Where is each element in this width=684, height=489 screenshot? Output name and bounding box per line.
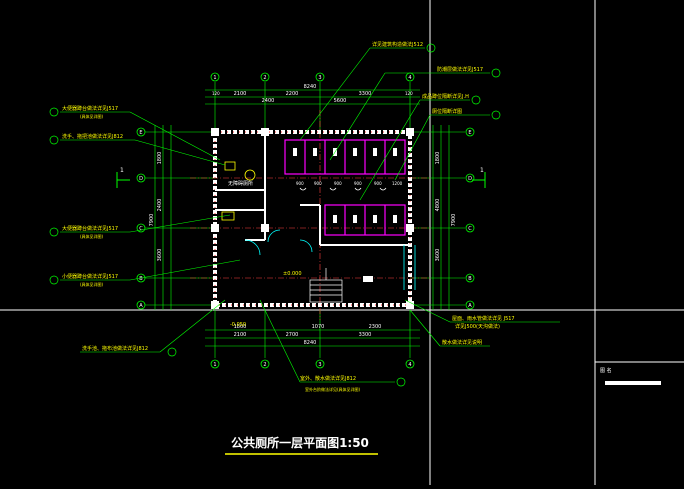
dim-top-outer: 8240 <box>304 84 317 90</box>
axis-left-A: A <box>139 303 143 309</box>
dim-bottom-sub-1: 1800 <box>234 324 247 330</box>
annotation-bottom-1: 屋面、雨水管做法详见 J517 <box>452 315 515 322</box>
dim-top-seg-3: 3300 <box>359 91 372 97</box>
axis-left-B: B <box>139 276 143 282</box>
annotation-left-4: 小便器蹲台做法详见J517 <box>62 273 118 280</box>
axis-right-A: A <box>468 303 472 309</box>
entrance-stair <box>309 268 343 303</box>
dim-left-seg-2: 2400 <box>157 199 163 212</box>
dim-room-w1: 900 <box>296 181 304 186</box>
left-dimensions <box>145 125 215 310</box>
leader-bubbles <box>49 43 501 387</box>
annotation-bottom-3: 室外、散水做法详见J812 <box>300 375 356 382</box>
building-walls <box>213 130 412 307</box>
annotation-bottom-1b: 详见J500(天沟做法) <box>455 323 500 330</box>
elevation-1: ±0.000 <box>283 271 302 277</box>
annotation-bottom-2: 散水做法详见说明 <box>442 339 482 346</box>
annotation-top-1: 详见建筑构造做法J512 <box>372 41 423 48</box>
axis-top-2: 2 <box>263 75 266 81</box>
annotation-top-4: 厕位隔断详图 <box>432 108 462 115</box>
annotation-left-3: 大便器蹲台做法详见J517 <box>62 225 118 232</box>
bottom-dimensions <box>205 310 420 358</box>
dim-bottom-seg-3: 3300 <box>359 332 372 338</box>
dim-left-total: 7900 <box>149 214 155 227</box>
dim-right-total: 7900 <box>451 214 457 227</box>
annotation-top-2: 防潮层做法详见J517 <box>437 66 483 73</box>
interior-walls <box>215 135 410 246</box>
axis-bottom-2: 2 <box>263 362 266 368</box>
dim-top-seg-4: 120 <box>212 91 220 96</box>
dim-top-seg-1: 2100 <box>234 91 247 97</box>
right-dimensions <box>410 125 465 310</box>
axis-right-E: E <box>468 130 471 136</box>
urinals <box>299 187 387 191</box>
axis-right-D: D <box>468 176 472 182</box>
floor-marker <box>363 276 373 282</box>
room-label-accessible: 无障碍厕所 <box>228 180 253 187</box>
left-axis-bubbles <box>136 127 146 310</box>
accessible-toilet <box>221 161 256 221</box>
annotation-left-1: 大便器蹲台做法详见J517 <box>62 105 118 112</box>
doors <box>244 229 416 290</box>
dim-bottom-sub-2: 1070 <box>312 324 325 330</box>
annotation-top-3: 成品蹲位隔断详见J.H <box>422 93 469 100</box>
axis-right-B: B <box>468 276 472 282</box>
dim-bottom-outer: 8240 <box>304 340 317 346</box>
dim-bottom-sub-3: 2300 <box>369 324 382 330</box>
section-mark-left: 1 <box>120 167 124 174</box>
axis-top-1: 1 <box>213 75 216 81</box>
dim-left-seg-1: 1800 <box>157 152 163 165</box>
drawing-title: 公共厕所一层平面图1:50 <box>231 435 369 450</box>
dim-top-seg-5: 120 <box>405 91 413 96</box>
section-marks <box>116 172 486 188</box>
dim-top-mid-b: 5600 <box>334 98 347 104</box>
axis-top-4: 4 <box>408 75 411 81</box>
dim-right-seg-1: 1800 <box>435 152 441 165</box>
dim-right-seg-2: 4800 <box>435 199 441 212</box>
dim-right-seg-3: 3600 <box>435 249 441 262</box>
titleblock-bar <box>605 381 661 385</box>
dim-room-w6: 1200 <box>392 181 403 186</box>
axis-bottom-3: 3 <box>318 362 321 368</box>
dim-room-w2: 900 <box>314 181 322 186</box>
toilet-partitions <box>284 139 406 236</box>
right-axis-bubbles <box>465 127 475 310</box>
annotation-left-1b: (具体见详图) <box>80 113 104 119</box>
bottom-axis-bubbles <box>210 359 415 369</box>
dim-bottom-seg-2: 2700 <box>286 332 299 338</box>
top-axis-bubbles <box>210 72 415 82</box>
columns <box>211 128 414 309</box>
axis-left-E: E <box>139 130 142 136</box>
axis-right-C: C <box>468 226 472 232</box>
axis-bottom-4: 4 <box>408 362 411 368</box>
titleblock-label: 图 名 <box>600 367 612 374</box>
axis-left-D: D <box>139 176 143 182</box>
dim-room-w5: 900 <box>374 181 382 186</box>
dim-room-w3: 900 <box>334 181 342 186</box>
annotation-bottom-3b: 室外台阶做法详见(具体见详图) <box>305 386 361 392</box>
axis-top-3: 3 <box>318 75 321 81</box>
annotation-left-2: 洗手、拖把池做法详见J812 <box>62 133 123 140</box>
elevation-2: -0.050 <box>230 322 246 328</box>
dim-bottom-seg-1: 2100 <box>234 332 247 338</box>
dim-top-mid-a: 2400 <box>262 98 275 104</box>
dim-top-seg-2: 2200 <box>286 91 299 97</box>
axis-bottom-1: 1 <box>213 362 216 368</box>
dim-left-seg-3: 3600 <box>157 249 163 262</box>
annotation-left-3b: (具体见详图) <box>80 233 104 239</box>
section-mark-right: 1 <box>480 167 484 174</box>
annotation-left-5: 洗手池、拖布池做法详见J812 <box>82 345 148 352</box>
annotation-left-4b: (具体见详图) <box>80 281 104 287</box>
leader-lines <box>60 47 560 383</box>
axis-left-C: C <box>139 226 143 232</box>
dim-room-w4: 900 <box>354 181 362 186</box>
